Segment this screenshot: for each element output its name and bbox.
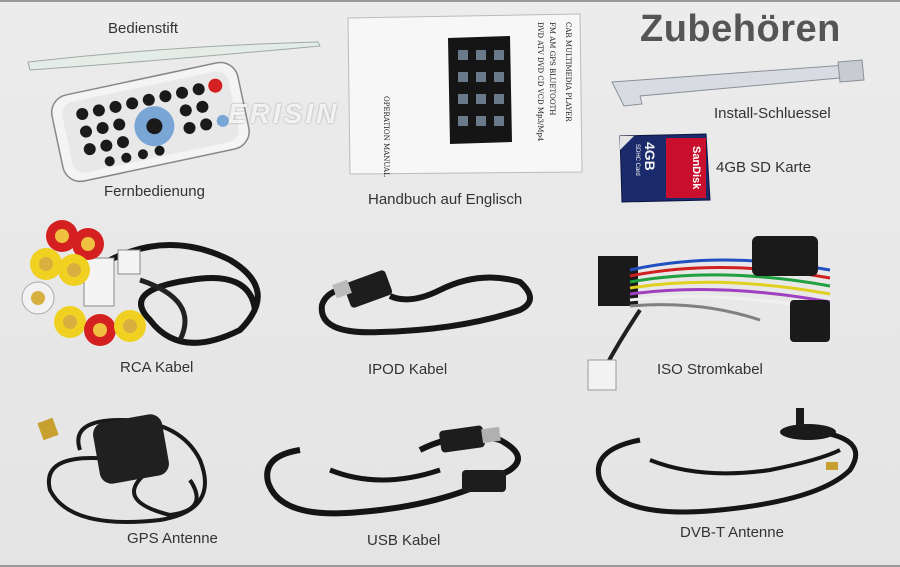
label-sd-card: 4GB SD Karte bbox=[716, 159, 812, 176]
sd-card-brand: SanDisk bbox=[690, 146, 702, 190]
label-ipod: IPOD Kabel bbox=[368, 361, 448, 378]
label-usb: USB Kabel bbox=[367, 532, 441, 549]
sd-card-type: SDHC Card bbox=[634, 144, 640, 176]
page-title: Zubehören bbox=[640, 8, 841, 50]
label-rca: RCA Kabel bbox=[120, 359, 194, 376]
label-dvbt: DVB-T Antenne bbox=[680, 524, 784, 541]
label-manual: Handbuch auf Englisch bbox=[368, 191, 523, 208]
remote-control-image bbox=[50, 61, 250, 183]
rca-cable-image bbox=[21, 220, 261, 346]
label-iso: ISO Stromkabel bbox=[657, 361, 763, 378]
label-stylus: Bedienstift bbox=[108, 20, 179, 37]
label-remote: Fernbedienung bbox=[104, 183, 205, 200]
manual-cover-text-2: FM AM GPS BLUETOOTH bbox=[548, 22, 556, 116]
iso-cable-image bbox=[587, 236, 831, 391]
gps-antenna-image bbox=[37, 414, 207, 524]
sd-card-capacity: 4GB bbox=[642, 142, 658, 171]
install-key-image bbox=[611, 59, 865, 107]
stylus-image bbox=[27, 41, 321, 71]
usb-cable-image bbox=[264, 425, 521, 517]
dvbt-antenna-image bbox=[596, 408, 859, 515]
ipod-cable-image bbox=[318, 270, 533, 336]
label-gps: GPS Antenne bbox=[127, 530, 218, 547]
sd-card-image bbox=[619, 133, 711, 203]
manual-cover-text-4: OPERATION MANUAL bbox=[382, 96, 390, 177]
label-install-key: Install-Schluessel bbox=[714, 105, 831, 122]
watermark-logo: ERISIN bbox=[228, 98, 340, 129]
manual-cover-text-1: CAR MULTIMEDIA PLAYER bbox=[564, 22, 572, 122]
manual-image bbox=[347, 13, 583, 175]
manual-cover-text-3: DVD ATV DVD CD VCD Mp3/Mp4 bbox=[536, 22, 544, 142]
